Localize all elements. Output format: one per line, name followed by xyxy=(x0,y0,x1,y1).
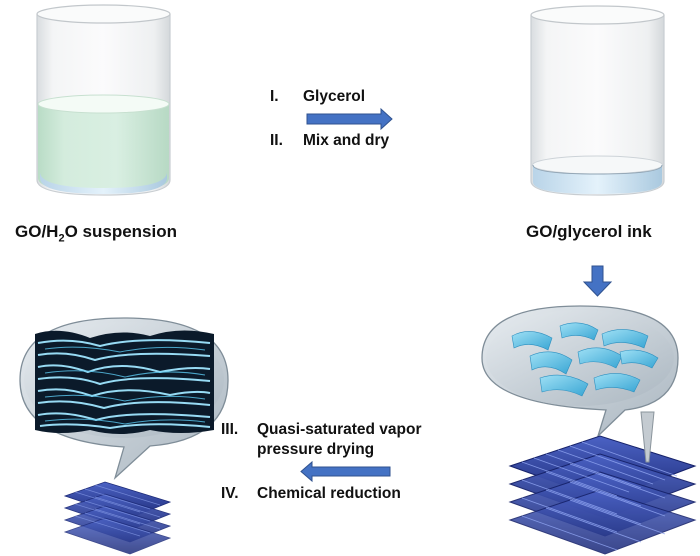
step-1-text: Glycerol xyxy=(303,88,366,105)
left-beaker-label: GO/H2O suspension xyxy=(15,222,177,244)
step-1: I. Glycerol xyxy=(270,87,365,106)
left-beaker-label-main: GO/H xyxy=(15,222,59,241)
step-4: IV. Chemical reduction xyxy=(221,484,401,503)
step-2-text: Mix and dry xyxy=(303,132,390,149)
step-2-number: II. xyxy=(270,132,283,149)
step-3-continued: pressure drying xyxy=(257,440,374,459)
step-1-number: I. xyxy=(270,88,279,105)
step-3: III. Quasi-saturated vapor xyxy=(221,420,422,439)
nozzle-icon xyxy=(640,411,655,463)
right-beaker-label-text: GO/glycerol ink xyxy=(526,222,652,241)
step-4-text: Chemical reduction xyxy=(257,485,401,502)
step-3-text-line-2: pressure drying xyxy=(257,441,375,458)
step-3-text-line-1: Quasi-saturated vapor xyxy=(257,421,422,438)
left-beaker-label-sub: 2 xyxy=(58,232,65,245)
left-beaker-label-tail: O suspension xyxy=(64,222,177,241)
step-3-number: III. xyxy=(221,421,239,438)
step-4-number: IV. xyxy=(221,485,239,502)
right-beaker-label: GO/glycerol ink xyxy=(526,222,652,242)
step-2: II. Mix and dry xyxy=(270,131,389,150)
